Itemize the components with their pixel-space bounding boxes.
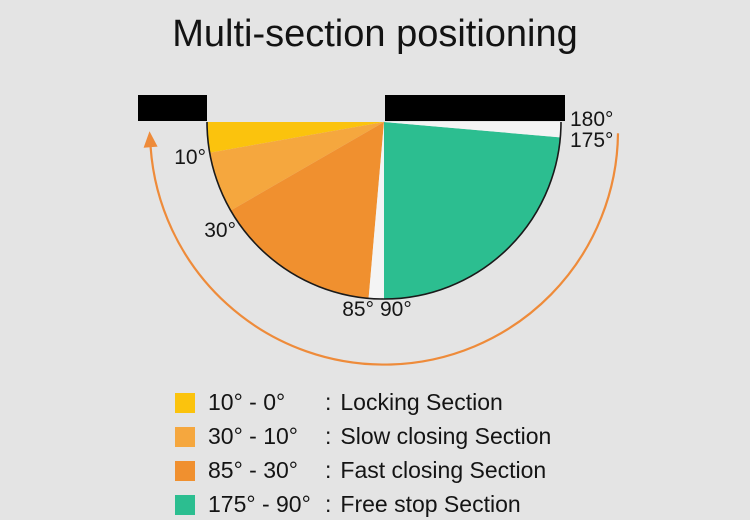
swing-arrow-arc bbox=[149, 133, 620, 366]
page-title: Multi-section positioning bbox=[172, 13, 578, 55]
legend: 10° - 0° : Locking Section 30° - 10° : S… bbox=[175, 389, 552, 517]
left-frame-bar bbox=[138, 95, 207, 121]
legend-colon: : bbox=[325, 423, 332, 449]
section-gap-85-90 bbox=[368, 122, 384, 299]
angle-label-90: 90° bbox=[380, 298, 412, 321]
door-swing-diagram: 10° 30° 85° 90° 175° 180° bbox=[138, 95, 620, 366]
legend-label: Slow closing Section bbox=[340, 423, 552, 449]
legend-item-slow-closing: 30° - 10° : Slow closing Section bbox=[175, 423, 552, 449]
legend-swatch-fast-closing bbox=[175, 460, 195, 481]
angle-label-180: 180° bbox=[570, 108, 613, 131]
angle-sections bbox=[207, 122, 561, 299]
legend-range: 85° - 30° bbox=[208, 457, 299, 483]
legend-colon: : bbox=[325, 389, 332, 415]
legend-item-locking: 10° - 0° : Locking Section bbox=[175, 389, 551, 415]
legend-swatch-slow-closing bbox=[175, 426, 195, 447]
legend-label: Locking Section bbox=[340, 389, 503, 415]
legend-label: Free stop Section bbox=[340, 491, 521, 517]
swing-arrowhead-icon bbox=[143, 131, 158, 148]
legend-item-free-stop: 175° - 90° : Free stop Section bbox=[175, 491, 551, 517]
legend-item-fast-closing: 85° - 30° : Fast closing Section bbox=[175, 457, 551, 483]
legend-colon: : bbox=[325, 457, 332, 483]
legend-range: 175° - 90° bbox=[208, 491, 311, 517]
section-fast-closing bbox=[230, 122, 384, 299]
section-free-stop bbox=[384, 122, 561, 299]
legend-range: 10° - 0° bbox=[208, 389, 286, 415]
section-slow-closing bbox=[209, 122, 384, 211]
angle-label-175: 175° bbox=[570, 129, 613, 152]
legend-label: Fast closing Section bbox=[340, 457, 547, 483]
legend-swatch-free-stop bbox=[175, 494, 195, 515]
right-door-bar bbox=[385, 95, 565, 121]
arc-outline bbox=[206, 121, 562, 300]
angle-label-10: 10° bbox=[174, 146, 206, 169]
legend-swatch-locking bbox=[175, 392, 195, 413]
section-gap-175-180 bbox=[384, 122, 561, 138]
angle-label-85: 85° bbox=[342, 298, 374, 321]
angle-label-30: 30° bbox=[204, 219, 236, 242]
section-locking bbox=[207, 122, 384, 153]
legend-range: 30° - 10° bbox=[208, 423, 299, 449]
legend-colon: : bbox=[325, 491, 332, 517]
